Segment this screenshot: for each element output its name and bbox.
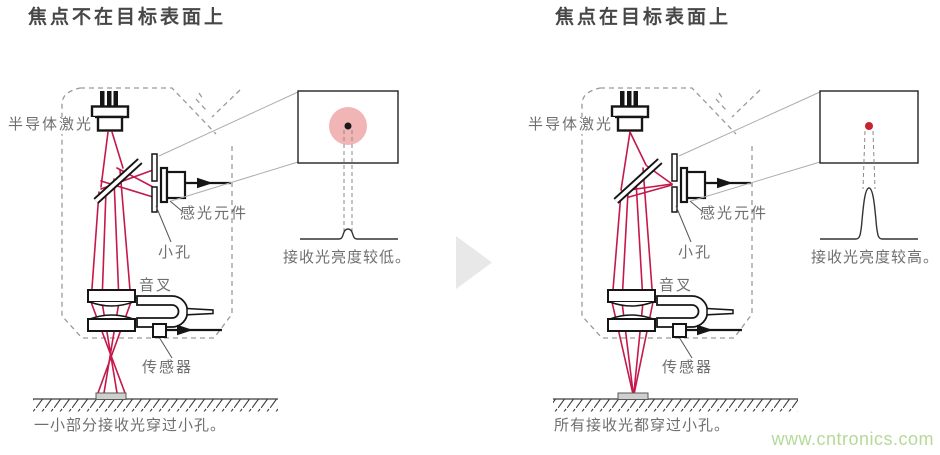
label-photocell: 感光元件: [700, 205, 769, 222]
target-surface: [95, 392, 127, 400]
magnified-view-box: [297, 90, 399, 164]
cutaway-corner-decoration: [195, 89, 241, 118]
intensity-curve-high: [820, 187, 918, 240]
signal-arrow-icon: [706, 177, 751, 189]
signal-arrow-icon: [686, 324, 742, 336]
label-sensor: 传感器: [662, 359, 714, 376]
cutaway-corner-decoration: [715, 89, 761, 118]
laser-diode-icon: [90, 91, 130, 132]
label-pinhole: 小孔: [158, 244, 193, 261]
target-surface: [617, 392, 649, 400]
signal-arrow-icon: [186, 177, 231, 189]
photocell-leader: [689, 200, 704, 213]
site-watermark: www.cntronics.com: [771, 429, 934, 450]
magnifier-lines: [158, 91, 299, 202]
tuning-fork-icon: [136, 295, 214, 328]
pinhole-plate: [151, 153, 158, 213]
ground-hatching: [33, 398, 278, 412]
photodetector-icon: [159, 166, 231, 204]
enclosure-outline: [581, 87, 761, 339]
laser-diode-icon: [610, 91, 650, 132]
magnified-view-box: [819, 90, 919, 164]
photodetector-icon: [679, 166, 751, 204]
panel-focused: [553, 87, 919, 412]
label-photocell: 感光元件: [180, 205, 249, 222]
pinhole-leader: [155, 205, 172, 243]
sensor-box-icon: [152, 323, 222, 338]
label-pinhole: 小孔: [678, 244, 713, 261]
projection-dashes: [343, 130, 353, 235]
tuning-fork-icon: [656, 295, 734, 328]
label-laser: 半导体激光: [528, 116, 616, 134]
label-sensor: 传感器: [142, 359, 194, 376]
chevron-right-icon: [456, 236, 492, 289]
pinhole-leader: [675, 205, 692, 243]
intensity-curve-low: [300, 228, 398, 240]
lens-assembly: [607, 289, 656, 332]
label-tuning-fork: 音叉: [139, 277, 174, 294]
sensor-leader: [158, 336, 173, 359]
panel-caption-focused: 所有接收光都穿过小孔。: [554, 417, 731, 434]
signal-arrow-icon: [166, 324, 222, 336]
mirror: [613, 158, 663, 204]
sensor-box-icon: [672, 323, 742, 338]
photocell-leader: [169, 200, 184, 213]
panel-caption-defocused: 一小部分接收光穿过小孔。: [34, 417, 227, 434]
pinhole-plate: [671, 153, 678, 213]
brightness-note-low: 接收光亮度较低。: [283, 249, 412, 266]
label-laser: 半导体激光: [8, 116, 96, 134]
laser-beams: [611, 131, 673, 393]
sensor-leader: [678, 336, 693, 359]
panel-title-focused: 焦点在目标表面上: [555, 7, 732, 28]
enclosure-outline: [61, 87, 241, 339]
label-tuning-fork: 音叉: [659, 277, 694, 294]
magnifier-lines: [678, 91, 821, 202]
lens-assembly: [87, 289, 136, 332]
pinhole-dot: [344, 122, 352, 130]
mirror: [93, 158, 143, 204]
brightness-note-high: 接收光亮度较高。: [811, 249, 940, 266]
panel-defocused: [33, 87, 399, 412]
projection-dashes: [862, 130, 876, 190]
laser-beams: [90, 131, 154, 394]
ground-hatching: [553, 398, 798, 412]
panel-title-defocused: 焦点不在目标表面上: [28, 7, 227, 28]
focused-spot: [865, 122, 873, 130]
